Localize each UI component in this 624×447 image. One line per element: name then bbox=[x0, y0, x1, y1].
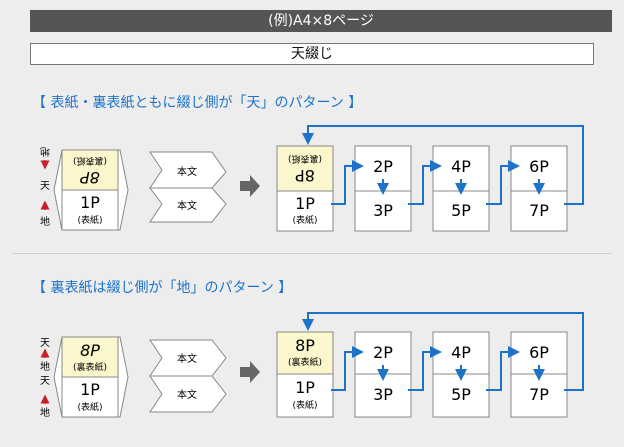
process-arrow-icon bbox=[240, 361, 260, 383]
page-title: (例)A4×8ページ bbox=[268, 13, 374, 29]
page-4p: 4P bbox=[451, 157, 471, 176]
section2-heading: 【 裏表紙は綴じ側が「地」のパターン 】 bbox=[32, 280, 293, 296]
result-front-page: 1P bbox=[295, 378, 315, 397]
page-5p: 5P bbox=[451, 201, 471, 220]
result-back-label: (裏表紙) bbox=[288, 356, 322, 368]
cover-sheet-folded: 8P (裏表紙) 1P (表紙) bbox=[53, 149, 129, 231]
section2-diagram: 天 地 天 地 8P (裏表紙) 1P (表紙) 本文 本文 8P (裏表紙) … bbox=[40, 312, 584, 419]
process-arrow-icon bbox=[240, 175, 260, 197]
body-sheets: 本文 本文 bbox=[149, 151, 227, 223]
side-label-bottom: 地 bbox=[40, 215, 50, 228]
cover-back-page: 8P bbox=[80, 168, 100, 187]
side-label-top: 地 bbox=[40, 145, 50, 158]
cover-sheet-folded: 8P (裏表紙) 1P (表紙) bbox=[53, 336, 129, 418]
body-label-top: 本文 bbox=[177, 352, 197, 365]
side-label-top: 天 bbox=[40, 338, 50, 349]
page-2p: 2P bbox=[373, 157, 393, 176]
page-6p: 6P bbox=[529, 343, 549, 362]
side-label-mid2: 天 bbox=[40, 376, 50, 387]
cover-front-page: 1P bbox=[80, 193, 100, 212]
page-6p: 6P bbox=[529, 157, 549, 176]
cover-front-label: (表紙) bbox=[77, 214, 102, 226]
cover-back-label: (裏表紙) bbox=[73, 361, 107, 373]
body-label-bottom: 本文 bbox=[177, 388, 197, 401]
section1-heading: 【 表紙・裏表紙ともに綴じ側が「天」のパターン 】 bbox=[32, 95, 363, 111]
side-label-mid: 天 bbox=[40, 181, 50, 192]
cover-back-label: (裏表紙) bbox=[73, 155, 107, 167]
page-7p: 7P bbox=[529, 201, 549, 220]
cover-back-page: 8P bbox=[80, 341, 100, 360]
page-5p: 5P bbox=[451, 385, 471, 404]
result-back-page: 8P bbox=[295, 336, 315, 355]
result-front-label: (表紙) bbox=[292, 214, 317, 226]
page-4p: 4P bbox=[451, 343, 471, 362]
result-front-page: 1P bbox=[295, 194, 315, 213]
result-back-page: 8P bbox=[295, 166, 315, 185]
cover-front-page: 1P bbox=[80, 380, 100, 399]
result-back-label: (裏表紙) bbox=[288, 153, 322, 165]
page-7p: 7P bbox=[529, 385, 549, 404]
binding-type-label: 天綴じ bbox=[30, 43, 594, 65]
result-front-label: (表紙) bbox=[292, 399, 317, 411]
page-3p: 3P bbox=[373, 201, 393, 220]
page-3p: 3P bbox=[373, 385, 393, 404]
page-flow-arrows bbox=[302, 312, 584, 391]
body-label-top: 本文 bbox=[177, 165, 197, 178]
cover-front-label: (表紙) bbox=[77, 401, 102, 413]
section-divider bbox=[12, 253, 612, 254]
title-bar: (例)A4×8ページ bbox=[30, 10, 612, 32]
page-2p: 2P bbox=[373, 343, 393, 362]
result-layout: 8P (裏表紙) 1P (表紙) 2P 3P 4P 5P 6P 7P bbox=[276, 312, 584, 418]
body-label-bottom: 本文 bbox=[177, 199, 197, 212]
section1-diagram: 地 天 地 8P (裏表紙) 1P (表紙) 本文 本文 bbox=[40, 125, 584, 232]
body-sheets: 本文 本文 bbox=[149, 339, 227, 413]
side-label-mid: 地 bbox=[40, 360, 50, 373]
side-label-bottom: 地 bbox=[40, 406, 50, 419]
result-layout: 8P (裏表紙) 1P (表紙) 2P 3P 4P 5P 6P 7P bbox=[276, 125, 584, 232]
page-flow-arrows bbox=[302, 125, 584, 205]
